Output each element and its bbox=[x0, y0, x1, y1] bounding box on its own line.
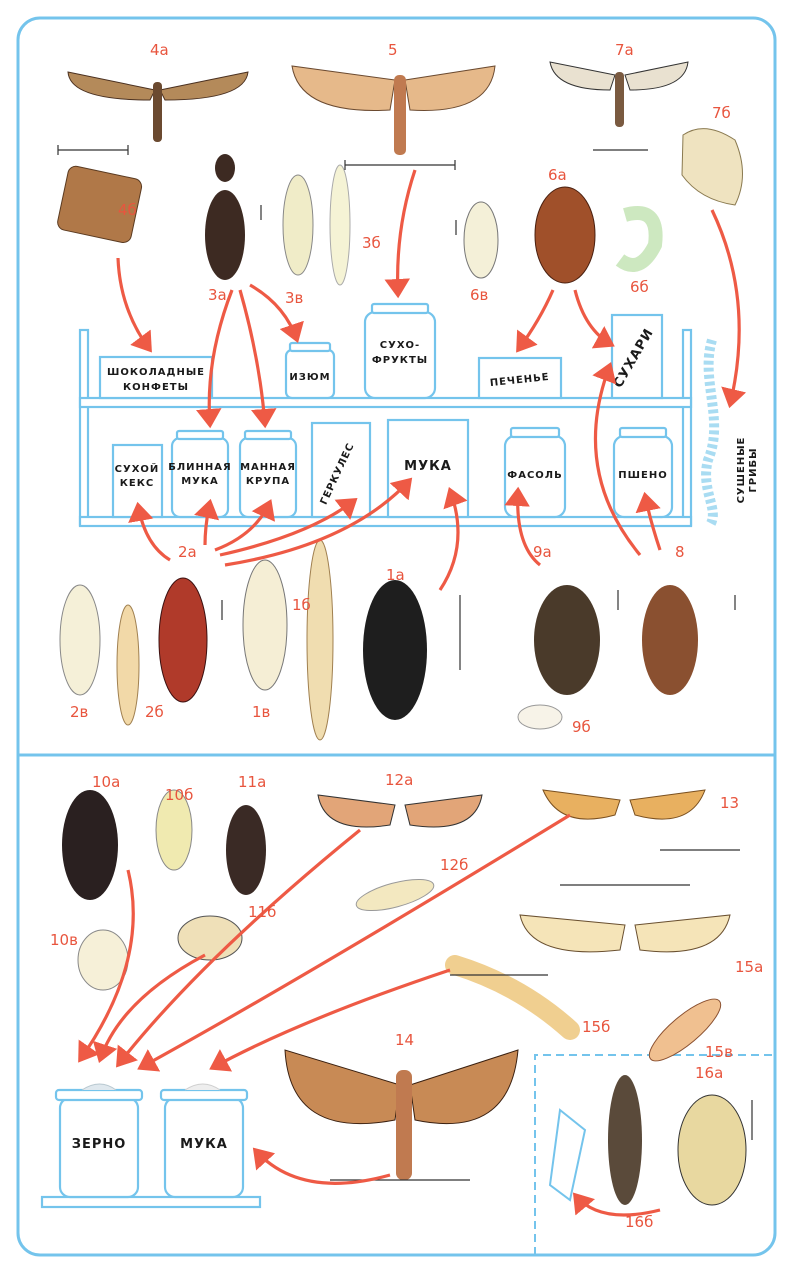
specimen-labels: 4а 5 7а 4б 7б 3а 3в 3б 6а 6в 6б 2а 1а 9а… bbox=[50, 41, 763, 1231]
label-pancake-flour-1: БЛИННАЯ bbox=[168, 462, 231, 473]
dried-mushrooms: СУШЕНЫЕ ГРИБЫ bbox=[701, 338, 759, 528]
label-11b: 11б bbox=[248, 903, 276, 921]
label-beans: ФАСОЛЬ bbox=[507, 470, 562, 481]
outer-frame bbox=[16, 16, 777, 1257]
label-dried-fruit-1: СУХО- bbox=[380, 340, 420, 351]
label-chocolate-1: ШОКОЛАДНЫЕ bbox=[107, 367, 205, 378]
label-1b: 1б bbox=[292, 596, 311, 614]
label-flour-2: МУКА bbox=[180, 1137, 228, 1152]
label-dry-cake-1: СУХОЙ bbox=[115, 462, 160, 475]
shelf bbox=[78, 328, 693, 528]
label-6a: 6а bbox=[548, 166, 567, 184]
label-2a: 2а bbox=[178, 543, 197, 561]
scale-bars bbox=[57, 145, 753, 1181]
label-12a: 12а bbox=[385, 771, 413, 789]
container-oats: ГЕРКУЛЕС bbox=[310, 421, 372, 519]
label-13: 13 bbox=[720, 794, 739, 812]
label-semolina-1: МАННАЯ bbox=[240, 462, 296, 473]
label-7a: 7а bbox=[615, 41, 634, 59]
label-3a: 3а bbox=[208, 286, 227, 304]
label-1a: 1а bbox=[386, 566, 405, 584]
label-7b: 7б bbox=[712, 104, 731, 122]
label-16a: 16а bbox=[695, 1064, 723, 1082]
label-10b: 10б bbox=[165, 786, 193, 804]
label-dry-cake-2: КЕКС bbox=[120, 478, 155, 489]
label-16b: 16б bbox=[625, 1213, 653, 1231]
label-5: 5 bbox=[388, 41, 398, 59]
container-raisins: ИЗЮМ bbox=[284, 341, 336, 400]
label-12b: 12б bbox=[440, 856, 468, 874]
label-4a: 4а bbox=[150, 41, 169, 59]
label-2b: 2б bbox=[145, 703, 164, 721]
label-6b: 6б bbox=[630, 278, 649, 296]
container-rusks: СУХАРИ bbox=[610, 313, 664, 400]
label-flour: МУКА bbox=[404, 459, 452, 474]
container-dry-cake: СУХОЙ КЕКС bbox=[111, 443, 164, 519]
section-16-box bbox=[534, 1054, 775, 1255]
label-semolina-2: КРУПА bbox=[246, 476, 290, 487]
label-pancake-flour-2: МУКА bbox=[181, 476, 219, 487]
label-dried-mushrooms-1: СУШЕНЫЕ bbox=[736, 437, 747, 504]
label-15v: 15в bbox=[705, 1043, 733, 1061]
label-11a: 11а bbox=[238, 773, 266, 791]
label-10a: 10а bbox=[92, 773, 120, 791]
insect-illustrations bbox=[57, 61, 747, 1206]
label-8: 8 bbox=[675, 543, 685, 561]
label-dried-mushrooms-2: ГРИБЫ bbox=[748, 447, 759, 492]
container-chocolate: ШОКОЛАДНЫЕ КОНФЕТЫ bbox=[98, 355, 214, 400]
grain-flour-sacks: ЗЕРНО МУКА bbox=[40, 1083, 262, 1209]
infestation-arrows bbox=[78, 169, 747, 1217]
label-3b: 3б bbox=[362, 234, 381, 252]
label-grain: ЗЕРНО bbox=[72, 1137, 127, 1152]
container-dried-fruit: СУХО- ФРУКТЫ bbox=[363, 302, 437, 400]
label-6v: 6в bbox=[470, 286, 488, 304]
label-4b: 4б bbox=[118, 201, 137, 219]
label-3v: 3в bbox=[285, 289, 303, 307]
label-10v: 10в bbox=[50, 931, 78, 949]
container-pancake-flour: БЛИННАЯ МУКА bbox=[168, 429, 231, 519]
container-semolina: МАННАЯ КРУПА bbox=[238, 429, 298, 519]
label-15b: 15б bbox=[582, 1018, 610, 1036]
label-9a: 9а bbox=[533, 543, 552, 561]
label-chocolate-2: КОНФЕТЫ bbox=[123, 382, 189, 393]
container-millet: ПШЕНО bbox=[612, 426, 674, 519]
label-9b: 9б bbox=[572, 718, 591, 736]
container-cookies: ПЕЧЕНЬЕ bbox=[477, 356, 563, 400]
label-1v: 1в bbox=[252, 703, 270, 721]
container-flour: МУКА bbox=[386, 418, 470, 519]
label-2v: 2в bbox=[70, 703, 88, 721]
label-15a: 15а bbox=[735, 958, 763, 976]
container-beans: ФАСОЛЬ bbox=[503, 426, 567, 519]
label-raisins: ИЗЮМ bbox=[289, 372, 330, 383]
label-dried-fruit-2: ФРУКТЫ bbox=[372, 355, 428, 366]
label-millet: ПШЕНО bbox=[618, 470, 667, 481]
label-14: 14 bbox=[395, 1031, 414, 1049]
